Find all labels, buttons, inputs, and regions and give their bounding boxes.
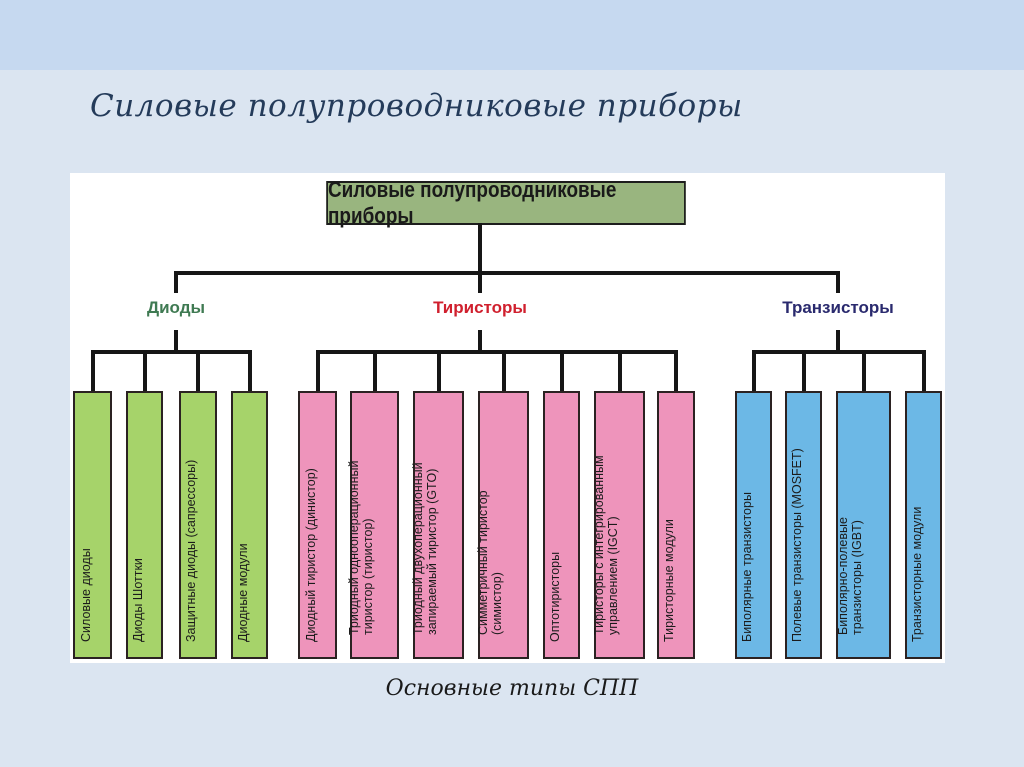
leaf-node-label-line: Тиристорные модули bbox=[662, 519, 676, 642]
connector-line bbox=[752, 350, 756, 392]
leaf-node: Тиристорные модули bbox=[657, 391, 695, 659]
leaf-node-label-line: Биполярные транзисторы bbox=[739, 492, 754, 642]
leaf-node: Силовые диоды bbox=[73, 391, 112, 659]
slide-title: Силовые полупроводниковые приборы bbox=[90, 88, 743, 124]
leaf-node-label: Диодный тиристор (динистор) bbox=[304, 468, 318, 642]
connector-line bbox=[316, 350, 320, 392]
connector-line bbox=[478, 271, 482, 293]
category-label: Тиристоры bbox=[433, 298, 527, 317]
connector-line bbox=[560, 350, 564, 392]
connector-line bbox=[862, 350, 866, 392]
leaf-node-label: Биполярные транзисторы bbox=[740, 492, 754, 642]
slide-caption: Основные типы СПП bbox=[385, 676, 639, 701]
leaf-node: Полевые транзисторы (MOSFET) bbox=[785, 391, 822, 659]
title-band bbox=[0, 0, 1024, 70]
connector-line bbox=[502, 350, 506, 392]
connector-line bbox=[174, 271, 840, 275]
leaf-node-label-line: Оптотиристоры bbox=[547, 551, 562, 642]
connector-line bbox=[922, 350, 926, 392]
leaf-node: Оптотиристоры bbox=[543, 391, 580, 659]
category-label: Транзисторы bbox=[782, 298, 894, 317]
leaf-node-label-line: транзисторы (IGBT) bbox=[849, 520, 864, 635]
leaf-node-label-line: Полевые транзисторы (MOSFET) bbox=[789, 448, 804, 642]
leaf-node-label: Тиристорные модули bbox=[662, 519, 676, 642]
leaf-node-label-line: Биполярно-полевые bbox=[835, 517, 850, 635]
connector-line bbox=[478, 223, 482, 273]
connector-line bbox=[802, 350, 806, 392]
connector-line bbox=[836, 271, 840, 293]
leaf-node-label-line: Триодный однооперационный bbox=[346, 460, 361, 635]
connector-line bbox=[373, 350, 377, 392]
leaf-node: Диодный тиристор (динистор) bbox=[298, 391, 337, 659]
leaf-node: Симметричный тиристор(симистор) bbox=[476, 391, 529, 659]
connector-line bbox=[316, 350, 678, 354]
connector-line bbox=[752, 350, 926, 354]
connector-line bbox=[174, 330, 178, 352]
connector-line bbox=[91, 350, 252, 354]
connector-line bbox=[437, 350, 441, 392]
leaf-node-label: Полевые транзисторы (MOSFET) bbox=[790, 448, 804, 642]
root-node: Силовые полупроводниковые приборы bbox=[326, 177, 686, 228]
root-node-label: Силовые полупроводниковые приборы bbox=[327, 177, 617, 228]
connector-line bbox=[91, 350, 95, 392]
leaf-node-label-line: запираемый тиристор (GTO) bbox=[424, 468, 439, 635]
connector-line bbox=[248, 350, 252, 392]
connector-line bbox=[618, 350, 622, 392]
connector-line bbox=[674, 350, 678, 392]
leaf-node-label-line: Диоды Шоттки bbox=[130, 558, 145, 642]
leaf-node-label-line: Симметричный тиристор bbox=[475, 490, 490, 635]
leaf-node-label: Транзисторные модули bbox=[910, 507, 924, 642]
leaf-node-label-line: тиристор (тиристор) bbox=[360, 518, 375, 635]
leaf-node-label: Симметричный тиристор(симистор) bbox=[476, 490, 504, 635]
connector-line bbox=[174, 271, 178, 293]
leaf-node-label-line: Диодные модули bbox=[235, 543, 250, 642]
connector-line bbox=[478, 330, 482, 352]
leaf-node-label: Диоды Шоттки bbox=[131, 558, 145, 642]
leaf-node-label-line: Транзисторные модули bbox=[909, 506, 924, 642]
leaf-node: Биполярные транзисторы bbox=[735, 391, 772, 659]
leaf-node-label: Диодные модули bbox=[236, 543, 250, 642]
leaf-node-label: Силовые диоды bbox=[79, 548, 93, 642]
leaf-node: Диоды Шоттки bbox=[126, 391, 163, 659]
leaf-node-label-line: Силовые диоды bbox=[78, 548, 93, 642]
leaf-node: Транзисторные модули bbox=[905, 391, 942, 659]
leaf-node: Защитные диоды (сапрессоры) bbox=[179, 391, 217, 659]
leaf-node-label-line: управлением (IGCT) bbox=[605, 516, 620, 635]
leaf-node-label-line: Защитные диоды (сапрессоры) bbox=[184, 459, 198, 642]
leaf-node-label-line: Диодный тиристор (динистор) bbox=[303, 468, 318, 642]
connector-line bbox=[143, 350, 147, 392]
leaf-node-label-line: Тиристоры с интегрированным bbox=[591, 455, 606, 635]
connector-line bbox=[836, 330, 840, 352]
leaf-node-label: Защитные диоды (сапрессоры) bbox=[184, 460, 198, 642]
leaf-node-label-line: Триодный двухоперационный bbox=[410, 462, 425, 635]
connector-line bbox=[196, 350, 200, 392]
leaf-node-label: Оптотиристоры bbox=[548, 552, 562, 642]
leaf-node: Диодные модули bbox=[231, 391, 268, 659]
leaf-node-label-line: (симистор) bbox=[489, 572, 504, 635]
category-label: Диоды bbox=[146, 298, 206, 317]
